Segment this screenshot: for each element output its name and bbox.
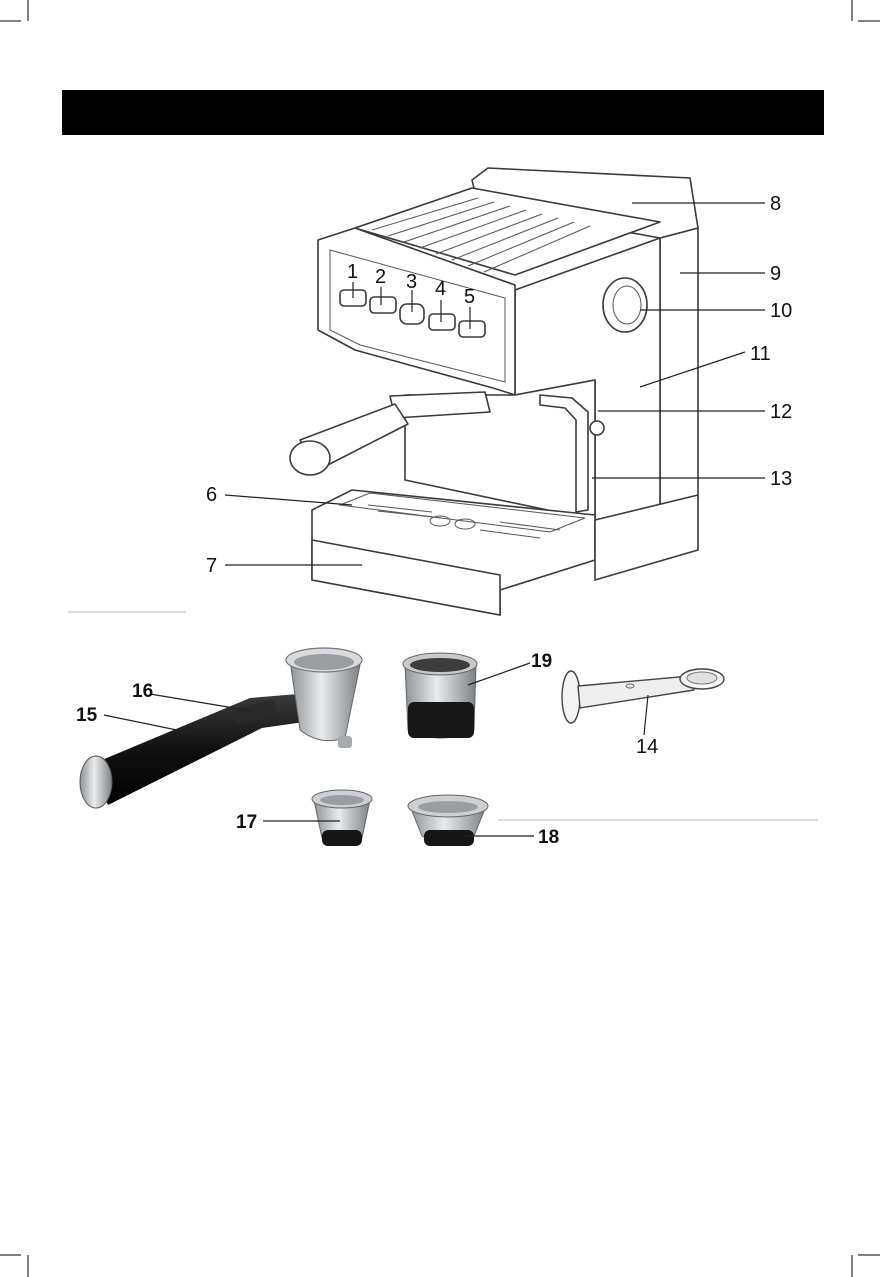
grinder-cup-photo [403, 653, 477, 738]
part-label-4: 4 [435, 278, 446, 300]
part-label-17: 17 [236, 812, 257, 833]
part-label-1: 1 [347, 261, 358, 283]
part-label-15: 15 [76, 705, 98, 726]
part-label-7: 7 [206, 555, 217, 577]
part-label-18: 18 [538, 827, 559, 848]
part-label-3: 3 [406, 271, 417, 293]
part-label-16: 16 [132, 681, 153, 702]
double-filter-basket-photo [408, 795, 488, 846]
part-label-19: 19 [531, 651, 552, 672]
part-label-11: 11 [750, 343, 771, 365]
espresso-machine-drawing [290, 168, 698, 615]
part-label-9: 9 [770, 263, 781, 285]
tamper-spoon-photo [562, 669, 724, 723]
part-label-8: 8 [770, 193, 781, 215]
single-filter-basket-photo [312, 790, 372, 846]
portafilter-photo [80, 648, 362, 808]
part-label-14: 14 [636, 736, 658, 758]
part-label-5: 5 [464, 286, 475, 308]
part-label-10: 10 [770, 300, 792, 322]
part-label-6: 6 [206, 484, 217, 506]
part-label-2: 2 [375, 266, 386, 288]
part-label-13: 13 [770, 468, 792, 490]
part-label-12: 12 [770, 401, 792, 423]
